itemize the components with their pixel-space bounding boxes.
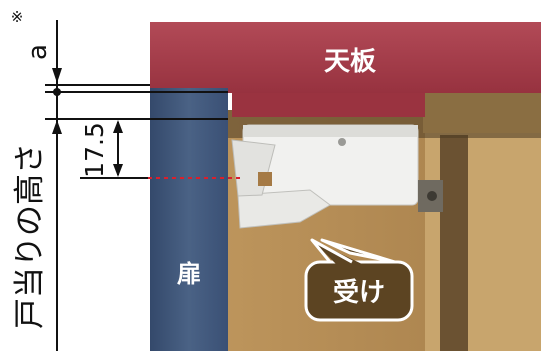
door-panel [150,88,228,351]
door-label: 扉 [177,260,201,288]
cabinet-rim [423,93,541,133]
dimension-value: 17.5 [80,122,109,178]
catch-hardware [231,124,443,229]
gap-arrow-down [52,68,62,83]
catch-label: 受け [333,277,385,308]
callout-pointer [320,238,397,264]
catch-mount-screw [427,191,437,201]
dim-arrow-up [113,120,123,133]
catch-metal-pin [258,172,272,186]
gap-dot [53,88,61,96]
top-board-edge [232,93,425,117]
callout-pointer-outline [310,238,353,264]
cabinet-inner-shadow [440,135,468,351]
catch-latch-arm [237,189,331,229]
top-board: 天板 [150,22,541,117]
top-board-face [150,22,541,93]
catch-top-lip [243,125,418,137]
dimension-arrows [52,68,123,177]
door: 扉 [150,88,228,351]
gap-label: a [23,44,53,60]
dim-arrow-down [113,164,123,177]
height-arrow-up [52,120,62,134]
door-stop-height-label: 戸当りの高さ [12,143,48,329]
catch-callout: 受け [304,238,414,322]
catch-screw [338,138,346,146]
top-board-label: 天板 [324,47,376,77]
callout-box [304,260,414,322]
footnote-mark: ※ [11,8,24,26]
